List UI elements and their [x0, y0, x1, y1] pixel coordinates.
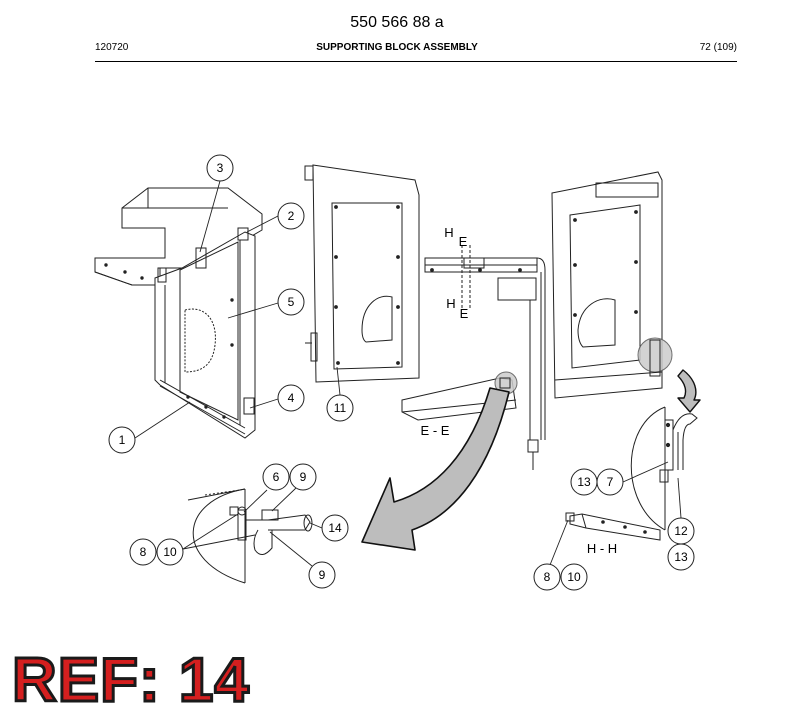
callout-3: 3 [206, 154, 234, 182]
svg-text:10: 10 [567, 570, 581, 584]
callout-7: 7 [596, 468, 624, 496]
callout-4: 4 [277, 384, 305, 412]
svg-text:13: 13 [577, 475, 591, 489]
date-code: 120720 [95, 42, 129, 53]
svg-text:8: 8 [140, 545, 147, 559]
section-label-h-bottom: H [446, 296, 455, 311]
right-panel [551, 171, 698, 541]
svg-text:4: 4 [288, 391, 295, 405]
page-title: SUPPORTING BLOCK ASSEMBLY [316, 42, 478, 53]
callout-13b: 13 [667, 543, 695, 571]
callout-10b: 10 [560, 563, 588, 591]
svg-text:3: 3 [217, 161, 224, 175]
svg-text:9: 9 [300, 470, 307, 484]
section-label-h-top: H [444, 225, 453, 240]
header-divider [95, 61, 737, 62]
svg-text:8: 8 [544, 570, 551, 584]
callout-14: 14 [321, 514, 349, 542]
section-label-e-top: E [459, 234, 468, 249]
callout-6: 6 [262, 463, 290, 491]
detail-arrow-right [677, 369, 701, 413]
svg-text:14: 14 [328, 521, 342, 535]
detail-arrow-left [361, 387, 510, 551]
document-number: 550 566 88 a [350, 14, 444, 31]
callout-5: 5 [277, 288, 305, 316]
left-frame-assembly [94, 187, 263, 439]
svg-text:1: 1 [119, 433, 126, 447]
svg-text:7: 7 [607, 475, 614, 489]
callout-1: 1 [108, 426, 136, 454]
section-title-hh: H - H [587, 541, 617, 556]
callout-13a: 13 [570, 468, 598, 496]
svg-text:5: 5 [288, 295, 295, 309]
svg-text:11: 11 [334, 401, 347, 415]
page-number: 72 (109) [699, 42, 737, 53]
ref-label: REF: 14 [11, 646, 251, 715]
callout-12: 12 [667, 517, 695, 545]
svg-text:13: 13 [674, 550, 688, 564]
callout-2: 2 [277, 202, 305, 230]
callout-8a: 8 [129, 538, 157, 566]
svg-text:9: 9 [319, 568, 326, 582]
callout-8b: 8 [533, 563, 561, 591]
detail-view [187, 488, 313, 584]
leader-lines [134, 180, 682, 567]
middle-panel [304, 164, 420, 383]
section-title-ee: E - E [421, 423, 450, 438]
section-label-e-bottom: E [460, 306, 469, 321]
callout-9a: 9 [289, 463, 317, 491]
callout-9b: 9 [308, 561, 336, 589]
callout-11: 11 [326, 394, 354, 422]
callout-10a: 10 [156, 538, 184, 566]
svg-text:2: 2 [288, 209, 295, 223]
svg-text:10: 10 [163, 545, 177, 559]
svg-text:6: 6 [273, 470, 280, 484]
svg-text:12: 12 [674, 524, 688, 538]
